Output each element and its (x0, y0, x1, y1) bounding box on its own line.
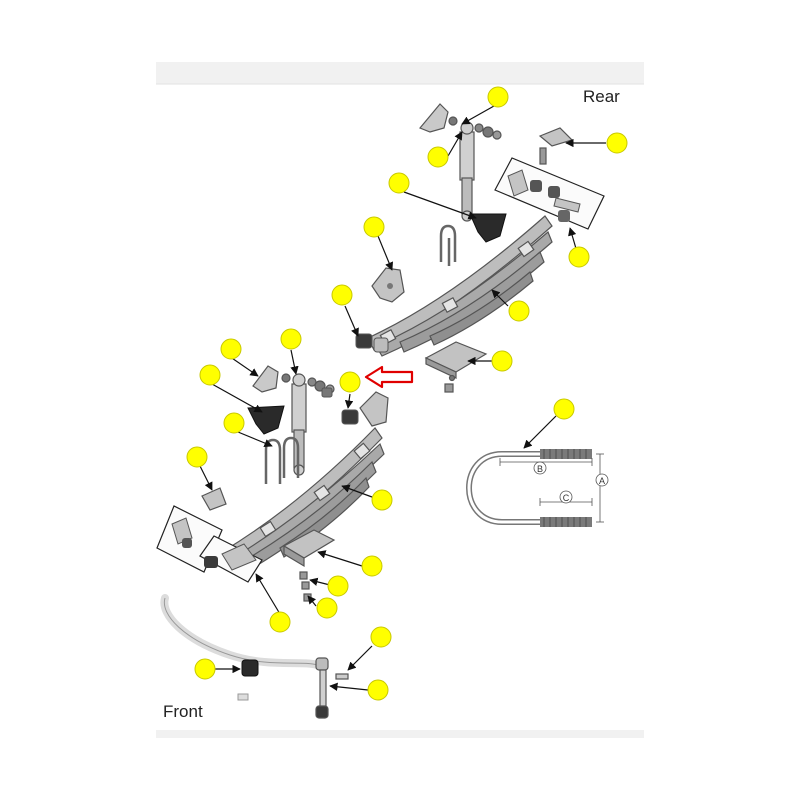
callout-marker[interactable] (367, 679, 389, 701)
highlight-arrow (364, 365, 414, 389)
callout-marker[interactable] (508, 300, 530, 322)
u-bolt-dimension-inset: B C A (466, 449, 609, 527)
rear-shackle-kit (494, 157, 605, 230)
callout-marker[interactable] (363, 216, 385, 238)
dim-c-label: C (563, 493, 570, 503)
rear-leaf-spring (367, 215, 553, 357)
callout-marker[interactable] (388, 172, 410, 194)
front-shock-upper-bracket (252, 365, 279, 393)
callout-marker[interactable] (327, 575, 349, 597)
callout-marker[interactable] (606, 132, 628, 154)
rear-shock-upper-bracket (419, 103, 449, 133)
callout-marker[interactable] (371, 489, 393, 511)
rear-top-bracket (538, 127, 574, 165)
callout-marker[interactable] (487, 86, 509, 108)
rear-eye-bushings (355, 333, 389, 353)
rear-label: Rear (583, 87, 620, 106)
callout-marker[interactable] (361, 555, 383, 577)
callout-marker[interactable] (269, 611, 291, 633)
rear-spring-plate (424, 341, 488, 393)
callout-marker[interactable] (370, 626, 392, 648)
callout-marker[interactable] (568, 246, 590, 268)
dim-a-label: A (599, 476, 605, 486)
callout-marker[interactable] (491, 350, 513, 372)
front-hanger-bracket (359, 391, 389, 427)
callout-marker[interactable] (339, 371, 361, 393)
callout-marker[interactable] (194, 658, 216, 680)
callout-marker[interactable] (223, 412, 245, 434)
rear-hanger-hole (387, 283, 393, 289)
sway-bar (160, 594, 322, 669)
callout-marker[interactable] (220, 338, 242, 360)
callout-marker[interactable] (199, 364, 221, 386)
callout-marker[interactable] (186, 446, 208, 468)
front-label: Front (163, 702, 203, 721)
callout-marker[interactable] (427, 146, 449, 168)
rear-u-bolt (439, 224, 457, 266)
sway-bar-end-link (315, 657, 349, 719)
callout-marker[interactable] (316, 597, 338, 619)
callout-markers (186, 86, 628, 701)
rear-jounce-bumper (469, 213, 507, 243)
sway-bar-bushing (237, 659, 259, 701)
front-shackle-kit (156, 505, 263, 583)
dim-b-label: B (537, 464, 543, 474)
callout-marker[interactable] (553, 398, 575, 420)
footer-band (156, 730, 644, 738)
callout-marker[interactable] (280, 328, 302, 350)
front-bushings (321, 387, 359, 425)
front-small-bracket (201, 487, 227, 511)
front-jounce-bumper (247, 405, 285, 435)
callout-marker[interactable] (331, 284, 353, 306)
sway-bar-outline (163, 597, 319, 666)
rear-shock-absorber (448, 116, 502, 222)
header-band (156, 62, 644, 84)
